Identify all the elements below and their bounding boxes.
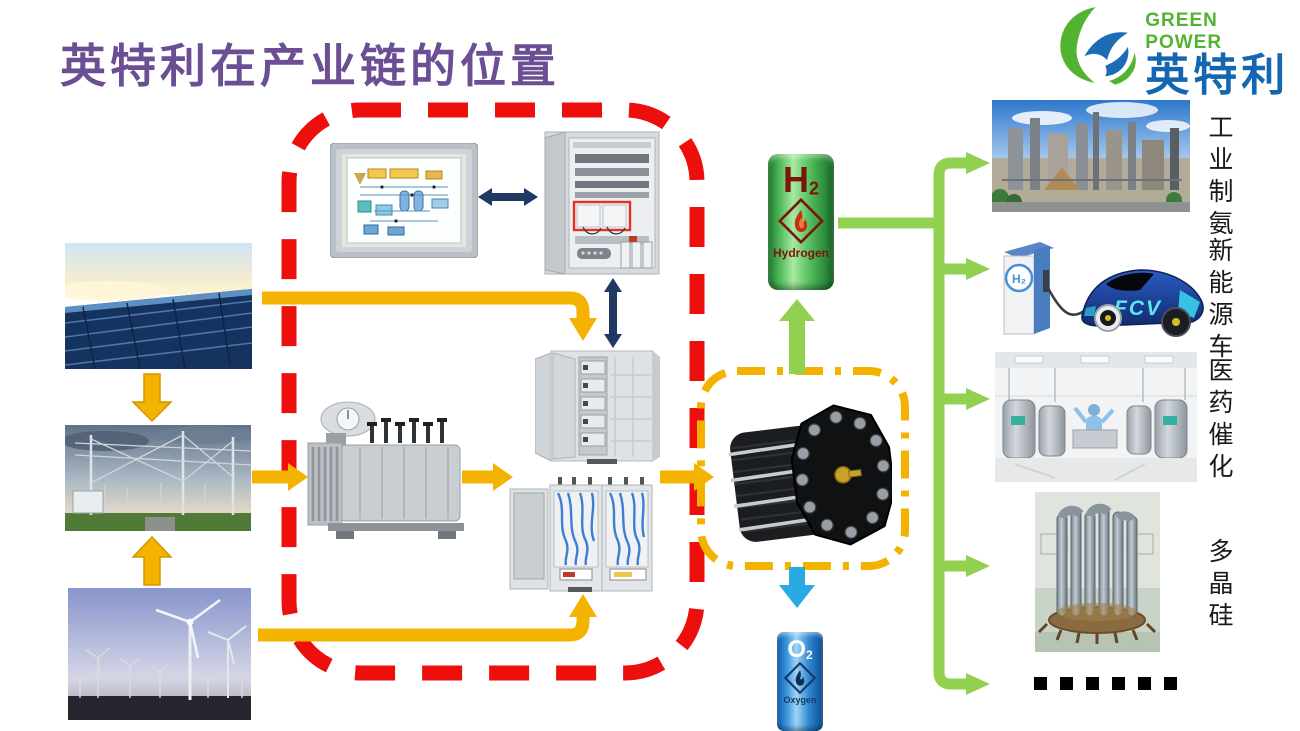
hydrogen-cylinder: H2 Hydrogen	[768, 154, 834, 290]
arrowhead	[966, 388, 990, 410]
electrolyzer-to-o2-arrow	[789, 567, 805, 587]
arrowhead	[694, 463, 714, 491]
logo-brand-name: 英特利	[1145, 51, 1290, 100]
dot	[1060, 677, 1073, 690]
o2-formula: O2	[787, 636, 813, 663]
o2-name-label: Oxygen	[783, 695, 817, 705]
ammonia-plant-photo	[992, 100, 1190, 212]
arrowhead	[569, 594, 597, 617]
wind-farm-photo	[68, 588, 251, 720]
dispenser-h2-label: H₂	[1012, 272, 1026, 286]
fcv-badge: FCV	[1114, 297, 1162, 320]
arrowhead	[569, 318, 597, 341]
arrowhead	[779, 585, 815, 608]
h2-name-label: Hydrogen	[772, 246, 829, 260]
transformer-photo	[307, 401, 464, 539]
app-label-new-energy-vehicle: 新能源车	[1205, 237, 1233, 365]
arrowhead	[478, 188, 492, 206]
control-cabinet-photo	[544, 131, 660, 275]
electrolyzer-to-h2-arrow	[789, 318, 805, 374]
rectifier-cabinet-photo	[535, 350, 660, 464]
dot	[1086, 677, 1099, 690]
pharma-cleanroom-photo	[995, 352, 1197, 482]
fcv-hydrogen-car-photo: H₂ FCV	[1003, 242, 1204, 337]
app-label-pharma-catalysis: 医药催化	[1205, 357, 1233, 485]
arrowhead	[966, 258, 990, 280]
flammable-diamond-icon	[784, 662, 816, 694]
arrowhead	[524, 188, 538, 206]
wind-to-grid-up-arrow	[131, 535, 173, 586]
dot	[1164, 677, 1177, 690]
logo-swirl-icon	[1060, 7, 1136, 85]
page-title: 英特利在产业链的位置	[60, 40, 560, 92]
polysilicon-reactor-photo	[1035, 492, 1160, 652]
wind-feed-elbow-arrow	[258, 614, 590, 642]
flammable-diamond-icon	[778, 198, 824, 244]
logo-tagline: GREEN POWER	[1145, 10, 1223, 53]
app-label-polysilicon: 多晶硅	[1205, 538, 1233, 634]
arrowhead	[604, 278, 622, 292]
arrowhead	[966, 673, 990, 695]
ellipsis-dots	[1034, 677, 1184, 691]
solar-farm-photo	[65, 243, 252, 369]
company-logo: GREEN POWER 英特利	[1056, 2, 1296, 98]
dot	[1034, 677, 1047, 690]
oxygen-cylinder: O2 Oxygen	[777, 632, 823, 731]
dot	[1138, 677, 1151, 690]
h2-distribution-trunk	[933, 157, 968, 690]
h2-formula: H2	[782, 159, 819, 200]
dot	[1112, 677, 1125, 690]
arrowhead	[966, 152, 990, 174]
thyristor-rectifier-photo	[509, 477, 653, 592]
solar-to-grid-down-arrow	[131, 373, 173, 423]
arrowhead	[966, 555, 990, 577]
power-substation-photo	[65, 425, 251, 531]
app-label-industrial-ammonia: 工业制氨	[1205, 114, 1233, 242]
electrolyzer-stack-photo	[728, 404, 892, 546]
solar-feed-elbow-arrow	[262, 291, 590, 320]
hmi-panel-photo	[330, 143, 478, 258]
arrowhead	[779, 299, 815, 321]
